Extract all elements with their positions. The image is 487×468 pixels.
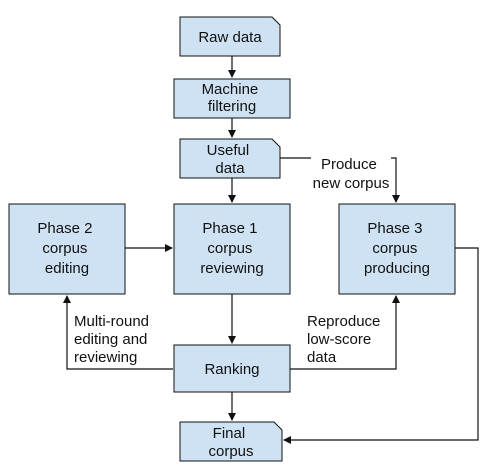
ranking-node xyxy=(173,344,291,393)
phase2-node xyxy=(8,203,126,295)
nodes xyxy=(8,16,456,462)
machine-filtering-label: Machine filtering xyxy=(202,81,263,115)
edge-phase3-to-final xyxy=(283,247,479,444)
raw-data-node xyxy=(179,16,281,57)
machine-filtering-node xyxy=(173,78,291,119)
useful-data-node xyxy=(179,138,281,179)
edge-label-multi-round: Multi-round editing and reviewing xyxy=(74,313,153,366)
final-corpus-label: Final corpus xyxy=(208,425,253,460)
edge-label-reproduce: Reproduce low-score data xyxy=(307,313,385,366)
phase3-node xyxy=(338,203,456,295)
phase1-label: Phase 1 corpus reviewing xyxy=(200,220,263,277)
phase3-label: Phase 3 corpus producing xyxy=(364,220,430,277)
edge-ranking-to-phase3 xyxy=(290,295,400,370)
ranking-label: Ranking xyxy=(204,361,259,378)
phase2-label: Phase 2 corpus editing xyxy=(37,220,96,277)
edge-label-bg-produce xyxy=(311,152,391,192)
final-corpus-node xyxy=(179,421,283,462)
useful-data-label: Useful data xyxy=(207,142,254,177)
phase1-node xyxy=(173,203,291,295)
edge-label-produce-new-corpus: Produce new corpus xyxy=(313,156,390,192)
raw-data-label: Raw data xyxy=(198,29,262,46)
edge-ranking-to-phase2 xyxy=(63,295,173,370)
